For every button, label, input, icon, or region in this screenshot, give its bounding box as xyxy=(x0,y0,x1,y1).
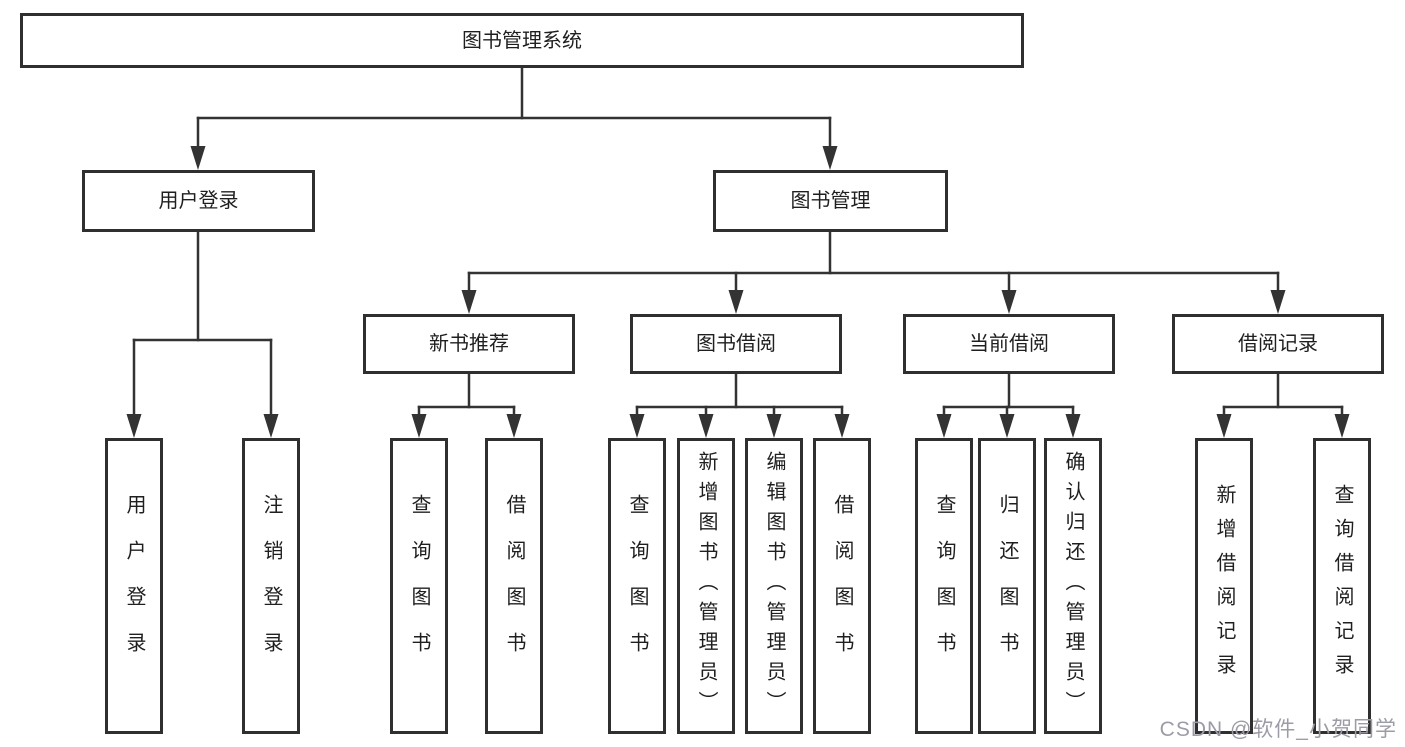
node-label: 图书管理 xyxy=(790,190,871,212)
node-label: 查询图书 xyxy=(626,494,648,678)
node-book-management: 图书管理 xyxy=(713,170,948,232)
node-user-login: 用户登录 xyxy=(82,170,315,232)
node-current-borrowing: 当前借阅 xyxy=(903,314,1115,374)
node-book-borrowing: 图书借阅 xyxy=(630,314,842,374)
node-borrowing-records: 借阅记录 xyxy=(1172,314,1384,374)
leaf-add-books-admin: 新增图书（管理员） xyxy=(677,438,735,734)
leaf-add-borrow-record: 新增借阅记录 xyxy=(1195,438,1253,734)
node-label: 新增借阅记录 xyxy=(1213,484,1235,688)
node-label: 借阅图书 xyxy=(831,494,853,678)
node-label: 借阅记录 xyxy=(1238,333,1318,355)
node-label: 新增图书（管理员） xyxy=(695,451,717,721)
node-label: 图书借阅 xyxy=(696,333,776,355)
leaf-confirm-return-admin: 确认归还（管理员） xyxy=(1044,438,1102,734)
node-label: 借阅图书 xyxy=(503,494,525,678)
leaf-query-borrow-record: 查询借阅记录 xyxy=(1313,438,1371,734)
node-label: 用户登录 xyxy=(158,190,239,212)
node-label: 归还图书 xyxy=(996,494,1018,678)
leaf-return-books: 归还图书 xyxy=(978,438,1036,734)
leaf-logout: 注销登录 xyxy=(242,438,300,734)
csdn-watermark: CSDN @软件_小贺同学 xyxy=(1159,718,1397,741)
leaf-edit-books-admin: 编辑图书（管理员） xyxy=(745,438,803,734)
leaf-query-books-recommend: 查询图书 xyxy=(390,438,448,734)
node-new-book-recommendation: 新书推荐 xyxy=(363,314,575,374)
leaf-user-login: 用户登录 xyxy=(105,438,163,734)
node-label: 查询图书 xyxy=(408,494,430,678)
node-library-management-system: 图书管理系统 xyxy=(20,13,1024,68)
node-label: 新书推荐 xyxy=(429,333,509,355)
leaf-query-books-borrowing: 查询图书 xyxy=(608,438,666,734)
node-label: 用户登录 xyxy=(123,494,145,678)
leaf-borrow-books-recommend: 借阅图书 xyxy=(485,438,543,734)
node-label: 确认归还（管理员） xyxy=(1062,451,1084,721)
node-label: 查询借阅记录 xyxy=(1331,484,1353,688)
node-label: 图书管理系统 xyxy=(462,29,582,52)
node-label: 注销登录 xyxy=(260,494,282,678)
leaf-query-books-current: 查询图书 xyxy=(915,438,973,734)
node-label: 当前借阅 xyxy=(969,333,1049,355)
node-label: 编辑图书（管理员） xyxy=(763,451,785,721)
leaf-borrow-books-borrowing: 借阅图书 xyxy=(813,438,871,734)
node-label: 查询图书 xyxy=(933,494,955,678)
